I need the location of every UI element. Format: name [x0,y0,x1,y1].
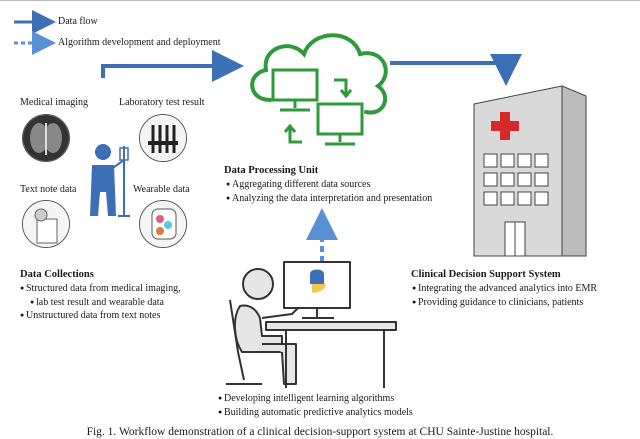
wearable-label: Wearable data [133,184,190,195]
flow-arrow-to-hospital [390,54,522,86]
list-item: Providing guidance to clinicians, patien… [412,296,597,310]
hospital-icon [473,85,587,257]
list-item: Analyzing the data interpretation and pr… [226,192,432,206]
lab-test-label: Laboratory test result [119,97,205,108]
python-logo-icon [310,269,326,293]
wearable-thumbnail [139,200,187,248]
text-note-thumbnail [22,200,70,248]
development-list: Developing intelligent learning algorith… [218,392,413,419]
list-item: Structured data from medical imaging, [20,282,181,296]
text-note-label: Text note data [20,184,77,195]
list-item: Building automatic predictive analytics … [218,406,413,420]
processing-title: Data Processing Unit [224,165,319,176]
list-item: Aggregating different data sources [226,178,432,192]
legend-algorithm-label: Algorithm development and deployment [58,37,221,48]
processing-list: Aggregating different data sources Analy… [226,178,432,205]
patient-icon [90,144,130,217]
cloud-icon [250,33,388,115]
legend-data-flow-label: Data flow [58,16,98,27]
data-collections-title: Data Collections [20,269,94,280]
medical-imaging-thumbnail [22,114,70,162]
list-item: Integrating the advanced analytics into … [412,282,597,296]
list-item: Developing intelligent learning algorith… [218,392,413,406]
computer-icon [271,68,364,146]
flow-arrow-to-cloud [101,50,244,82]
data-collections-list: Structured data from medical imaging, la… [20,282,181,323]
top-rule [0,0,640,1]
lab-test-thumbnail [139,114,187,162]
list-item: Unstructured data from text notes [20,309,181,323]
cdss-list: Integrating the advanced analytics into … [412,282,597,309]
figure-caption: Fig. 1. Workflow demonstration of a clin… [86,426,554,438]
cdss-title: Clinical Decision Support System [411,269,561,280]
medical-imaging-label: Medical imaging [20,97,89,108]
list-item: lab test result and wearable data [20,296,181,310]
